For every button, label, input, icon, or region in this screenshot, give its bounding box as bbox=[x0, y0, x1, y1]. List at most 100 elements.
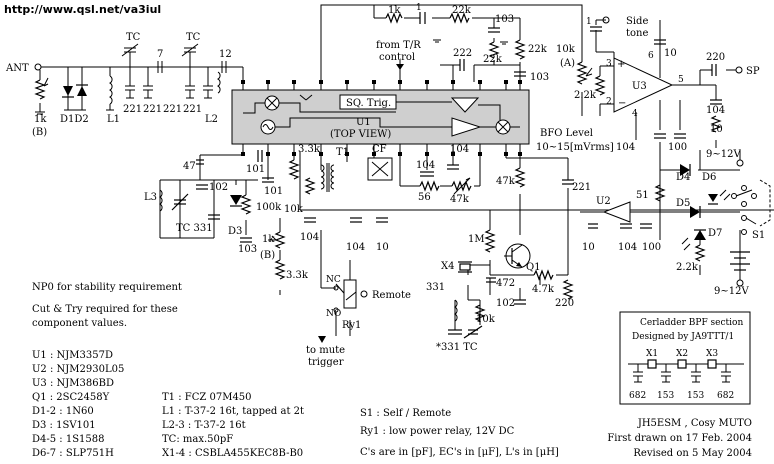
svg-text:3: 3 bbox=[606, 59, 612, 69]
c331-tc-label: *331 TC bbox=[436, 342, 478, 353]
r3-3k-a-label: 3.3k bbox=[298, 144, 321, 155]
sp-label[interactable]: SP bbox=[746, 66, 760, 77]
bom-item: L1 : T-37-2 16t, tapped at 2t bbox=[162, 406, 304, 417]
resistor-100k bbox=[240, 194, 252, 215]
cap-12-label: 12 bbox=[219, 49, 232, 60]
note-cut-1: Cut & Try required for these bbox=[32, 304, 178, 315]
svg-text:6: 6 bbox=[648, 51, 654, 61]
c10-c-label: 10 bbox=[582, 242, 595, 253]
pot-10k-volume[interactable] bbox=[576, 61, 588, 85]
v-top-label: 9~12V bbox=[706, 149, 741, 160]
svg-text:2: 2 bbox=[606, 97, 612, 107]
r10-sp-label: 10 bbox=[710, 124, 723, 135]
remote-terminal[interactable] bbox=[360, 290, 368, 298]
transistor-q1 bbox=[504, 243, 531, 269]
speaker-terminal[interactable] bbox=[735, 66, 743, 74]
tc-label-2: TC bbox=[186, 32, 201, 43]
antenna-terminal[interactable] bbox=[34, 63, 42, 71]
bpf-cap-4: 221 bbox=[183, 104, 202, 115]
inductor-l1 bbox=[106, 67, 114, 111]
mute-1-label: to mute bbox=[306, 345, 345, 356]
d1d2-label: D1D2 bbox=[60, 114, 89, 125]
bom-item: U2 : NJM2930L05 bbox=[32, 364, 124, 375]
pot10k-label: 10k bbox=[556, 44, 576, 55]
c472-label: 472 bbox=[496, 278, 515, 289]
q1-label: Q1 bbox=[526, 262, 541, 273]
l1-label: L1 bbox=[107, 114, 120, 125]
r2-2k-b-label: 2.2k bbox=[676, 262, 699, 273]
bpf-cap-2: 221 bbox=[143, 104, 162, 115]
c103-b-label: 103 bbox=[530, 72, 549, 83]
cerladder-title-1: Cerladder BPF section bbox=[640, 318, 743, 328]
nc-label: NC bbox=[326, 275, 341, 285]
bpf-cap-3: 221 bbox=[163, 104, 182, 115]
transformer-t1 bbox=[320, 163, 335, 192]
pot-1k-ant[interactable] bbox=[34, 79, 46, 100]
resistor-3-3k-a bbox=[288, 159, 300, 180]
c220-label: 220 bbox=[706, 52, 725, 63]
relay-ry1 bbox=[320, 230, 357, 336]
svg-text:Revised on 5 May 2004: Revised on 5 May 2004 bbox=[633, 448, 752, 459]
r47k-b-label: 47k bbox=[496, 176, 516, 187]
c331-label: 331 bbox=[426, 282, 445, 293]
pot-ant-tag: (B) bbox=[32, 127, 47, 138]
header-url[interactable]: http://www.qsl.net/va3iul bbox=[4, 3, 161, 16]
power-top-terminal[interactable] bbox=[736, 159, 744, 167]
bom-item: Ry1 : low power relay, 12V DC bbox=[360, 426, 515, 437]
side-tone-terminal[interactable] bbox=[602, 16, 610, 24]
c104-sp-label: 104 bbox=[706, 105, 725, 116]
svg-text:JH5ESM , Cosy MUTO: JH5ESM , Cosy MUTO bbox=[637, 418, 752, 429]
r56-label: 56 bbox=[418, 192, 431, 203]
xtal-label: X1 bbox=[646, 349, 658, 359]
bom-left: U1 : NJM3357D U2 : NJM2930L05 U3 : NJM38… bbox=[32, 350, 124, 459]
ry1-label: Ry1 bbox=[342, 320, 361, 331]
resistor-3-3k-b bbox=[274, 259, 286, 280]
from-tr-label: from T/R bbox=[376, 40, 421, 51]
cerladder-cap: 153 bbox=[687, 391, 704, 401]
tc331-label: TC 331 bbox=[176, 223, 213, 234]
relay-no-contact bbox=[333, 307, 339, 313]
cerladder-bpf-box: Cerladder BPF section Designed by JA9TTT… bbox=[619, 311, 751, 405]
bom-item: U3 : NJM386BD bbox=[32, 378, 114, 389]
side-tone-2: tone bbox=[626, 28, 648, 39]
c10-a-label: 10 bbox=[664, 48, 677, 59]
c47-label: 47 bbox=[183, 161, 196, 172]
bom-mid: T1 : FCZ 07M450 L1 : T-37-2 16t, tapped … bbox=[162, 392, 304, 459]
c103-a-label: 103 bbox=[495, 14, 514, 25]
c104-e-label: 104 bbox=[618, 242, 637, 253]
resistor-2-2k-a bbox=[594, 75, 606, 96]
resistor-10k bbox=[304, 177, 316, 195]
d3-label: D3 bbox=[228, 226, 242, 237]
r3-3k-b-label: 3.3k bbox=[286, 270, 309, 281]
switch-s1[interactable] bbox=[731, 179, 771, 235]
bpf-section bbox=[110, 43, 230, 99]
v-bot-label: 9~12V bbox=[714, 286, 749, 297]
r100k-label: 100k bbox=[256, 202, 282, 213]
u3-label: U3 bbox=[632, 81, 647, 92]
bom-item: C's are in [pF], EC's in [μF], L's in [μ… bbox=[360, 447, 559, 458]
resistor-22k-b bbox=[514, 39, 526, 60]
resistor-220 bbox=[562, 279, 574, 300]
d6-label: D6 bbox=[702, 172, 716, 183]
remote-label[interactable]: Remote bbox=[372, 290, 411, 301]
cap-elec-1-top bbox=[419, 12, 426, 24]
audio-wiring bbox=[581, 19, 736, 148]
power-bot-terminal[interactable] bbox=[736, 279, 744, 287]
cerladder-title-2: Designed by JA9TTT/1 bbox=[632, 332, 734, 342]
ant-label[interactable]: ANT bbox=[5, 63, 29, 74]
bom-item: D3 : 1SV101 bbox=[32, 420, 96, 431]
c103-c-label: 103 bbox=[238, 244, 257, 255]
c104-cf-label: 104 bbox=[416, 160, 435, 171]
d5-label: D5 bbox=[676, 198, 690, 209]
pot-1k-tune[interactable] bbox=[274, 231, 286, 249]
no-label: NO bbox=[326, 309, 341, 319]
pot-ant-label: 1k bbox=[34, 114, 47, 125]
resistor-47k-b bbox=[514, 167, 526, 188]
c220b-label: 220 bbox=[555, 298, 574, 309]
c102-b-label: 102 bbox=[496, 298, 515, 309]
resistor-56 bbox=[419, 180, 440, 192]
u1-view-label: (TOP VIEW) bbox=[330, 129, 391, 140]
r1k-top-label: 1k bbox=[388, 5, 401, 16]
bom-item: D1-2 : 1N60 bbox=[32, 406, 94, 417]
side-tone-1: Side bbox=[626, 16, 648, 27]
